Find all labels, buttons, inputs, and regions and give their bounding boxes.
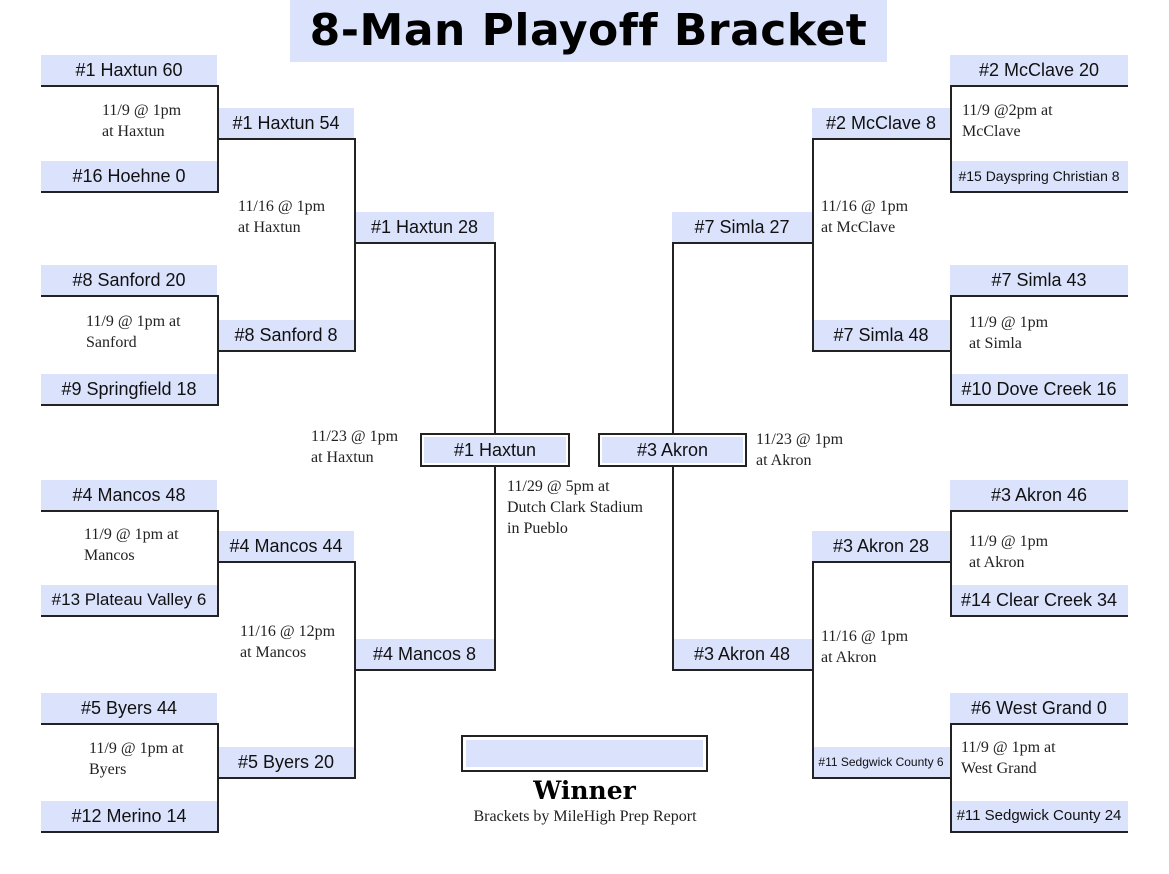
right-round3-team: #7 Simla 27 [672,212,812,244]
right-round1-team: #11 Sedgwick County 24 [950,801,1128,833]
connector-line [950,510,952,617]
game-note: 11/16 @ 1pm at Haxtun [238,198,326,236]
right-round1-team: #10 Dove Creek 16 [950,374,1128,406]
game-note: 11/9 @ 1pm at Haxtun [102,102,182,140]
left-finalist: #1 Haxtun [420,433,570,467]
right-finalist: #3 Akron [598,433,747,467]
game-note: 11/9 @ 1pm at Sanford [86,313,181,351]
game-note: 11/9 @ 1pm at Simla [969,314,1049,352]
right-round1-team: #6 West Grand 0 [950,693,1128,725]
game-note: 11/23 @ 1pm at Akron [756,431,844,469]
connector-line [672,242,674,434]
connector-line [672,467,674,671]
right-round1-team: #2 McClave 20 [950,55,1128,87]
left-round1-team: #1 Haxtun 60 [41,55,217,87]
connector-line [812,561,814,779]
connector-line [217,85,219,193]
connector-line [950,85,952,193]
right-round1-team: #7 Simla 43 [950,265,1128,297]
right-round3-team: #3 Akron 48 [672,639,812,671]
right-round1-team: #14 Clear Creek 34 [950,585,1128,617]
connector-line [354,138,356,352]
connector-line [217,723,219,833]
game-note: 11/16 @ 12pm at Mancos [240,623,336,661]
connector-line [494,467,496,671]
right-round2-team: #3 Akron 28 [812,531,950,563]
left-round1-team: #12 Merino 14 [41,801,217,833]
left-round2-team: #1 Haxtun 54 [218,108,354,140]
left-round1-team: #16 Hoehne 0 [41,161,217,193]
right-round2-team: #11 Sedgwick County 6 [812,747,950,779]
game-note: 11/23 @ 1pm at Haxtun [311,428,399,466]
winner-box [461,735,708,772]
game-note: 11/9 @ 1pm at Mancos [84,526,179,564]
right-round1-team: #3 Akron 46 [950,480,1128,512]
game-note: 11/16 @ 1pm at Akron [821,628,909,666]
connector-line [354,561,356,779]
connector-line [950,295,952,406]
right-round2-team: #2 McClave 8 [812,108,950,140]
winner-label: Winner [533,776,636,805]
game-note: 11/9 @ 1pm at West Grand [961,739,1056,777]
game-note: 11/9 @ 1pm at Byers [89,740,184,778]
connector-line [812,138,814,352]
left-round1-team: #9 Springfield 18 [41,374,217,406]
left-round2-team: #8 Sanford 8 [218,320,354,352]
right-round1-team: #15 Dayspring Christian 8 [950,161,1128,193]
game-note: 11/9 @2pm at McClave [962,102,1053,140]
left-round3-team: #4 Mancos 8 [355,639,494,671]
left-round3-team: #1 Haxtun 28 [355,212,494,244]
right-round2-team: #7 Simla 48 [812,320,950,352]
left-round2-team: #4 Mancos 44 [218,531,354,563]
left-round1-team: #8 Sanford 20 [41,265,217,297]
final-game-note: 11/29 @ 5pm at Dutch Clark Stadium in Pu… [507,478,643,537]
connector-line [217,295,219,406]
connector-line [494,242,496,434]
connector-line [217,510,219,617]
credit-text: Brackets by MileHigh Prep Report [473,808,697,825]
left-round1-team: #4 Mancos 48 [41,480,217,512]
connector-line [950,723,952,833]
left-round1-team: #13 Plateau Valley 6 [41,585,217,617]
left-round1-team: #5 Byers 44 [41,693,217,725]
left-round2-team: #5 Byers 20 [218,747,354,779]
game-note: 11/16 @ 1pm at McClave [821,198,909,236]
page-title: 8-Man Playoff Bracket [290,0,887,62]
game-note: 11/9 @ 1pm at Akron [969,533,1049,571]
